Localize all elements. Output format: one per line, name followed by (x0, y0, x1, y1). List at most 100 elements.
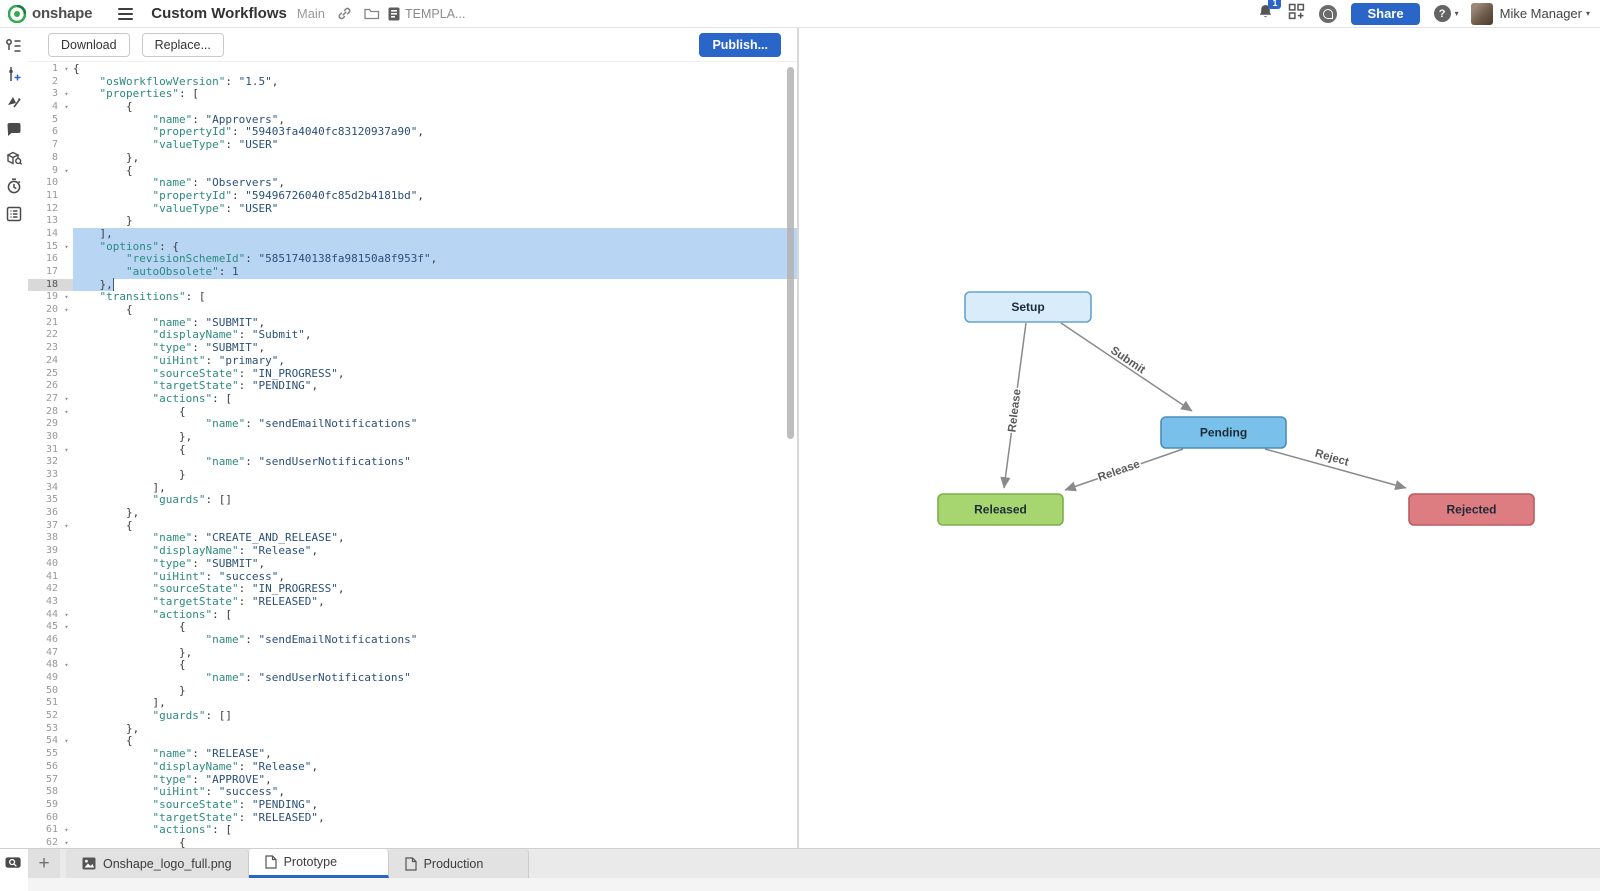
history-icon[interactable] (5, 177, 23, 195)
code-line[interactable]: 55 "name": "RELEASE", (28, 747, 797, 761)
code-line[interactable]: 46 "name": "sendEmailNotifications" (28, 633, 797, 647)
code-line[interactable]: 44▾ "actions": [ (28, 608, 797, 622)
code-line[interactable]: 27▾ "actions": [ (28, 392, 797, 406)
code-line[interactable]: 35 "guards": [] (28, 494, 797, 507)
share-button[interactable]: Share (1351, 2, 1420, 25)
code-line[interactable]: 39 "displayName": "Release", (28, 544, 797, 558)
code-line[interactable]: 50 } (28, 684, 797, 698)
workspace-label[interactable]: Main (296, 6, 326, 21)
fold-caret-icon[interactable]: ▾ (64, 103, 69, 112)
editor-scrollbar-thumb[interactable] (787, 67, 794, 439)
fold-caret-icon[interactable]: ▾ (64, 394, 69, 403)
code-line[interactable]: 23 "type": "SUBMIT", (28, 341, 797, 355)
code-line[interactable]: 32 "name": "sendUserNotifications" (28, 455, 797, 469)
transition-edge-reject[interactable]: Reject (1264, 446, 1407, 491)
code-line[interactable]: 26 "targetState": "PENDING", (28, 379, 797, 393)
insert-icon[interactable] (5, 65, 23, 83)
code-line[interactable]: 47 }, (28, 646, 797, 660)
code-line[interactable]: 24 "uiHint": "primary", (28, 354, 797, 368)
json-code-editor[interactable]: 1▾{2 "osWorkflowVersion": "1.5",3▾ "prop… (28, 62, 797, 848)
folder-icon[interactable] (364, 7, 380, 20)
code-line[interactable]: 3▾ "properties": [ (28, 88, 797, 101)
replace-button[interactable]: Replace... (141, 32, 224, 57)
fold-caret-icon[interactable]: ▾ (64, 407, 69, 416)
code-line[interactable]: 28▾ { (28, 405, 797, 419)
code-line[interactable]: 58 "uiHint": "success", (28, 785, 797, 799)
state-node-setup[interactable]: Setup (964, 291, 1092, 323)
add-tab-button[interactable]: + (28, 849, 60, 878)
code-line[interactable]: 34 ], (28, 481, 797, 495)
code-line[interactable]: 15▾ "options": { (28, 240, 797, 254)
link-icon[interactable] (337, 6, 352, 21)
user-name[interactable]: Mike Manager (1499, 6, 1582, 21)
fold-caret-icon[interactable]: ▾ (64, 610, 69, 619)
code-line[interactable]: 10 "name": "Observers", (28, 176, 797, 190)
fold-caret-icon[interactable]: ▾ (64, 90, 69, 99)
code-line[interactable]: 6 "propertyId": "59403fa4040fc83120937a9… (28, 126, 797, 139)
transition-edge-release[interactable]: Release (1000, 322, 1027, 489)
state-node-released[interactable]: Released (937, 493, 1064, 526)
app-store-icon[interactable] (1288, 3, 1305, 25)
code-line[interactable]: 61▾ "actions": [ (28, 823, 797, 837)
code-line[interactable]: 2 "osWorkflowVersion": "1.5", (28, 75, 797, 89)
code-line[interactable]: 62▾ { (28, 836, 797, 848)
code-line[interactable]: 43 "targetState": "RELEASED", (28, 595, 797, 609)
comment-icon[interactable] (5, 121, 23, 139)
edit-icon[interactable] (5, 93, 23, 111)
code-line[interactable]: 11 "propertyId": "59496726040fc85d2b4181… (28, 189, 797, 203)
code-line[interactable]: 20▾ { (28, 303, 797, 317)
notes-icon[interactable] (5, 205, 23, 223)
download-button[interactable]: Download (48, 32, 130, 57)
code-line[interactable]: 53 }, (28, 722, 797, 736)
code-line[interactable]: 5 "name": "Approvers", (28, 113, 797, 127)
code-line[interactable]: 59 "sourceState": "PENDING", (28, 798, 797, 812)
hamburger-menu-icon[interactable] (118, 7, 134, 20)
code-line[interactable]: 30 }, (28, 430, 797, 444)
learning-center-icon[interactable] (1319, 4, 1338, 23)
fold-caret-icon[interactable]: ▾ (64, 661, 69, 670)
code-line[interactable]: 48▾ { (28, 659, 797, 672)
publish-button[interactable]: Publish... (699, 32, 781, 57)
code-line[interactable]: 52 "guards": [] (28, 709, 797, 723)
code-line[interactable]: 1▾{ (28, 62, 797, 76)
code-line[interactable]: 21 "name": "SUBMIT", (28, 316, 797, 330)
code-line[interactable]: 29 "name": "sendEmailNotifications" (28, 417, 797, 431)
code-line[interactable]: 16 "revisionSchemeId": "5851740138fa9815… (28, 252, 797, 266)
fold-caret-icon[interactable]: ▾ (64, 521, 69, 530)
fold-caret-icon[interactable]: ▾ (64, 623, 69, 632)
fold-caret-icon[interactable]: ▾ (64, 737, 69, 746)
code-line[interactable]: 37▾ { (28, 519, 797, 533)
notifications-bell-icon[interactable]: 1 (1257, 0, 1282, 25)
part-search-icon[interactable] (5, 149, 23, 167)
code-line[interactable]: 51 ], (28, 697, 797, 710)
help-icon[interactable]: ? (1433, 5, 1451, 22)
fold-caret-icon[interactable]: ▾ (64, 838, 69, 847)
code-line[interactable]: 18 }, (28, 277, 797, 292)
code-line[interactable]: 4▾ { (28, 100, 797, 114)
search-tabs-icon[interactable] (5, 855, 23, 873)
breadcrumb-template[interactable]: TEMPLA... (405, 6, 466, 21)
code-line[interactable]: 31▾ { (28, 443, 797, 457)
code-line[interactable]: 17 "autoObsolete": 1 (28, 265, 797, 279)
code-line[interactable]: 56 "displayName": "Release", (28, 760, 797, 774)
help-menu[interactable]: ? ▾ (1433, 5, 1459, 22)
fold-caret-icon[interactable]: ▾ (64, 65, 69, 73)
fold-caret-icon[interactable]: ▾ (64, 242, 69, 251)
fold-caret-icon[interactable]: ▾ (64, 293, 69, 302)
fold-caret-icon[interactable]: ▾ (64, 445, 69, 454)
state-node-rejected[interactable]: Rejected (1408, 493, 1535, 526)
document-icon[interactable] (388, 7, 400, 21)
code-line[interactable]: 40 "type": "SUBMIT", (28, 557, 797, 571)
tab-prototype[interactable]: Prototype (248, 849, 389, 878)
tab-production[interactable]: Production (388, 849, 529, 878)
code-line[interactable]: 42 "sourceState": "IN_PROGRESS", (28, 582, 797, 596)
code-line[interactable]: 22 "displayName": "Submit", (28, 329, 797, 342)
tab-onshape-logo-full-png[interactable]: Onshape_logo_full.png (66, 849, 249, 878)
code-line[interactable]: 45▾ { (28, 621, 797, 634)
code-line[interactable]: 36 }, (28, 506, 797, 520)
code-line[interactable]: 13 } (28, 215, 797, 228)
code-line[interactable]: 7 "valueType": "USER" (28, 138, 797, 152)
state-node-pending[interactable]: Pending (1160, 416, 1287, 449)
code-line[interactable]: 19▾ "transitions": [ (28, 291, 797, 304)
